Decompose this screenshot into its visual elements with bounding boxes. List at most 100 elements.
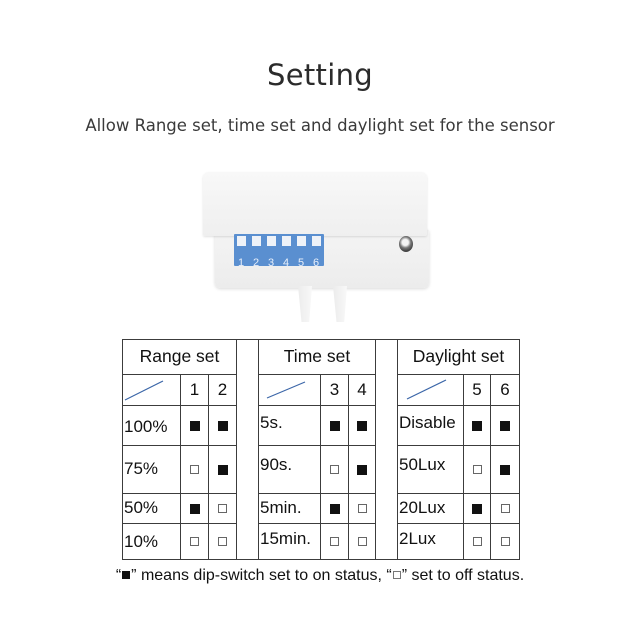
off-square-icon xyxy=(392,571,401,579)
switch-state-on xyxy=(490,445,520,494)
switch-number: 3 xyxy=(320,374,349,406)
page-title: Setting xyxy=(267,58,373,92)
device-leg-left xyxy=(298,286,312,322)
range-set-header: Range set xyxy=(122,339,237,375)
daylight-set-header: Daylight set xyxy=(397,339,520,375)
on-square-icon xyxy=(500,464,510,475)
on-square-icon xyxy=(329,420,340,431)
switch-number: 5 xyxy=(463,374,491,406)
range-label: 100% xyxy=(122,405,181,446)
switch-number: 6 xyxy=(490,374,520,406)
dip-number: 2 xyxy=(252,257,260,269)
time-label: 15min. xyxy=(258,523,321,560)
switch-state-on xyxy=(320,405,349,446)
off-square-icon xyxy=(330,537,339,546)
off-square-icon xyxy=(472,465,482,474)
off-square-icon xyxy=(472,537,482,546)
switch-state-on xyxy=(463,405,491,446)
dip-switch-4 xyxy=(282,236,291,246)
device-leg-right xyxy=(333,286,347,322)
dip-number: 4 xyxy=(282,257,290,269)
off-square-icon xyxy=(500,537,510,546)
diagonal-line-icon xyxy=(266,381,306,399)
switch-state-off xyxy=(490,493,520,524)
on-square-icon xyxy=(189,503,200,514)
switch-state-on xyxy=(208,405,237,446)
off-square-icon xyxy=(190,465,199,474)
legend-off-text: ” set to off status. xyxy=(401,567,525,584)
switch-state-off xyxy=(348,523,376,560)
switch-state-off xyxy=(320,445,349,494)
diagonal-cell xyxy=(122,374,181,406)
switch-number: 4 xyxy=(348,374,376,406)
switch-state-off xyxy=(180,523,209,560)
daylight-label: 50Lux xyxy=(397,445,464,494)
switch-state-off xyxy=(463,523,491,560)
switch-state-off xyxy=(208,493,237,524)
dip-number: 6 xyxy=(312,257,320,269)
daylight-label: 2Lux xyxy=(397,523,464,560)
switch-state-off xyxy=(463,445,491,494)
switch-state-on xyxy=(348,445,376,494)
daylight-label: Disable xyxy=(397,405,464,446)
switch-state-on xyxy=(180,493,209,524)
dip-number: 3 xyxy=(267,257,275,269)
dip-switch-3 xyxy=(267,236,276,246)
on-square-icon xyxy=(472,420,482,431)
daylight-label: 20Lux xyxy=(397,493,464,524)
on-square-icon xyxy=(357,420,367,431)
table-gap xyxy=(375,339,398,560)
on-square-icon xyxy=(217,420,228,431)
time-label: 5s. xyxy=(258,405,321,446)
switch-state-on xyxy=(490,405,520,446)
dip-switch-2 xyxy=(252,236,261,246)
time-label: 5min. xyxy=(258,493,321,524)
range-label: 75% xyxy=(122,445,181,494)
switch-state-off xyxy=(320,523,349,560)
switch-state-on xyxy=(320,493,349,524)
switch-state-off xyxy=(208,523,237,560)
off-square-icon xyxy=(330,465,339,474)
legend-open-quote: “ xyxy=(115,567,122,584)
off-square-icon xyxy=(218,537,227,546)
on-square-icon xyxy=(189,420,200,431)
legend-note: “ ” means dip-switch set to on status, “ ”… xyxy=(0,567,640,585)
device-upper-body xyxy=(203,172,427,236)
on-square-icon xyxy=(329,503,340,514)
page-subtitle: Allow Range set, time set and daylight s… xyxy=(85,116,555,135)
dip-number: 1 xyxy=(237,257,245,269)
diagonal-line-icon xyxy=(124,380,164,401)
switch-number: 2 xyxy=(208,374,237,406)
sensor-device-image: 1 2 3 4 5 6 xyxy=(203,172,431,322)
on-square-icon xyxy=(472,503,482,514)
off-square-icon xyxy=(190,537,199,546)
range-label: 10% xyxy=(122,523,181,560)
off-square-icon xyxy=(218,504,227,513)
dip-switch-5 xyxy=(297,236,306,246)
time-label: 90s. xyxy=(258,445,321,494)
off-square-icon xyxy=(357,537,367,546)
on-square-icon xyxy=(122,571,131,579)
dip-number: 5 xyxy=(297,257,305,269)
adjustment-knob xyxy=(399,236,413,252)
on-square-icon xyxy=(357,464,367,475)
legend-on-text: ” means dip-switch set to on status, “ xyxy=(131,567,392,584)
table-gap xyxy=(236,339,259,560)
dip-switch-1 xyxy=(237,236,246,246)
dip-switch-6 xyxy=(312,236,321,246)
switch-state-off xyxy=(180,445,209,494)
switch-state-off xyxy=(348,493,376,524)
time-set-header: Time set xyxy=(258,339,376,375)
diagonal-line-icon xyxy=(406,379,447,400)
on-square-icon xyxy=(217,464,228,475)
off-square-icon xyxy=(357,504,367,513)
switch-state-on xyxy=(180,405,209,446)
diagonal-cell xyxy=(258,374,321,406)
switch-state-on xyxy=(463,493,491,524)
diagonal-cell xyxy=(397,374,464,406)
off-square-icon xyxy=(500,504,510,513)
switch-state-off xyxy=(490,523,520,560)
switch-number: 1 xyxy=(180,374,209,406)
range-label: 50% xyxy=(122,493,181,524)
